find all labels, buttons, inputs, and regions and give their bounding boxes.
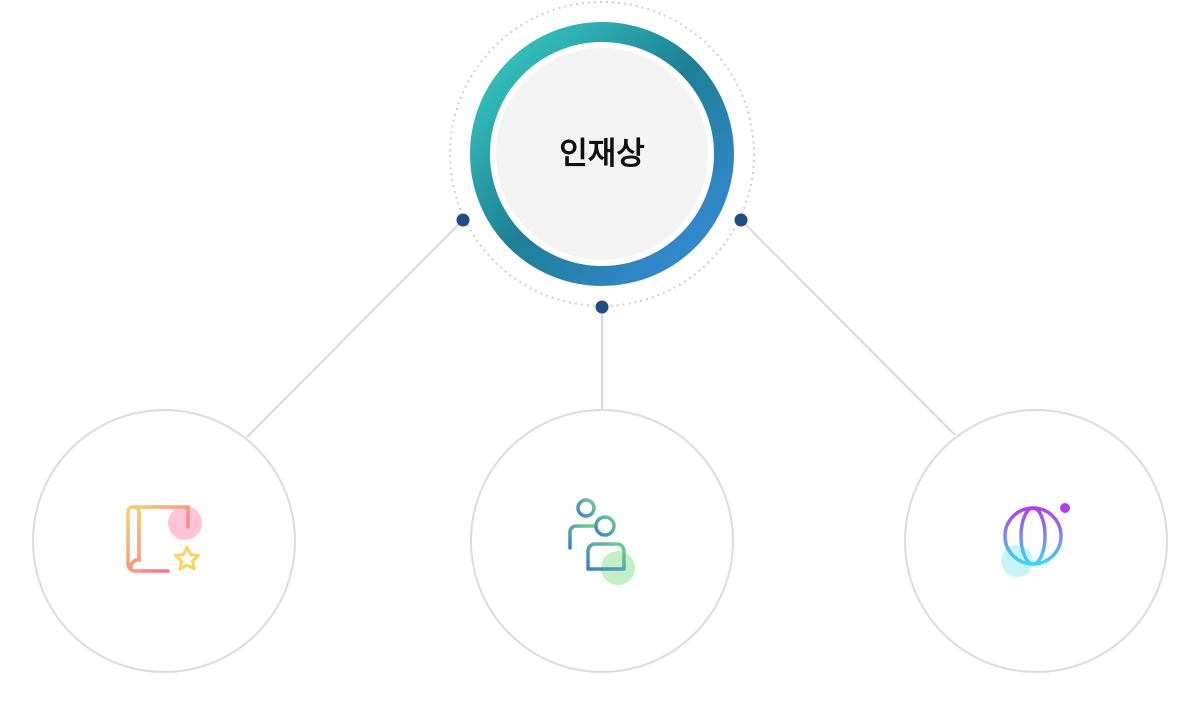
dot-left	[456, 213, 470, 227]
node-circle-center[interactable]	[470, 409, 734, 673]
document-star-icon	[126, 505, 202, 573]
node-circle-right[interactable]	[904, 409, 1168, 673]
dot-right	[734, 213, 748, 227]
connector-right	[740, 219, 956, 436]
connector-left	[246, 219, 464, 438]
center-title: 인재상	[559, 136, 645, 172]
center-circle	[496, 48, 708, 260]
gradient-ring	[470, 22, 734, 286]
globe-icon	[1001, 503, 1070, 577]
outer-dotted-ring	[449, 1, 755, 307]
dot-center	[595, 300, 609, 314]
node-circle-left[interactable]	[32, 409, 296, 673]
connector-lines	[246, 219, 956, 438]
people-icon	[568, 498, 635, 585]
